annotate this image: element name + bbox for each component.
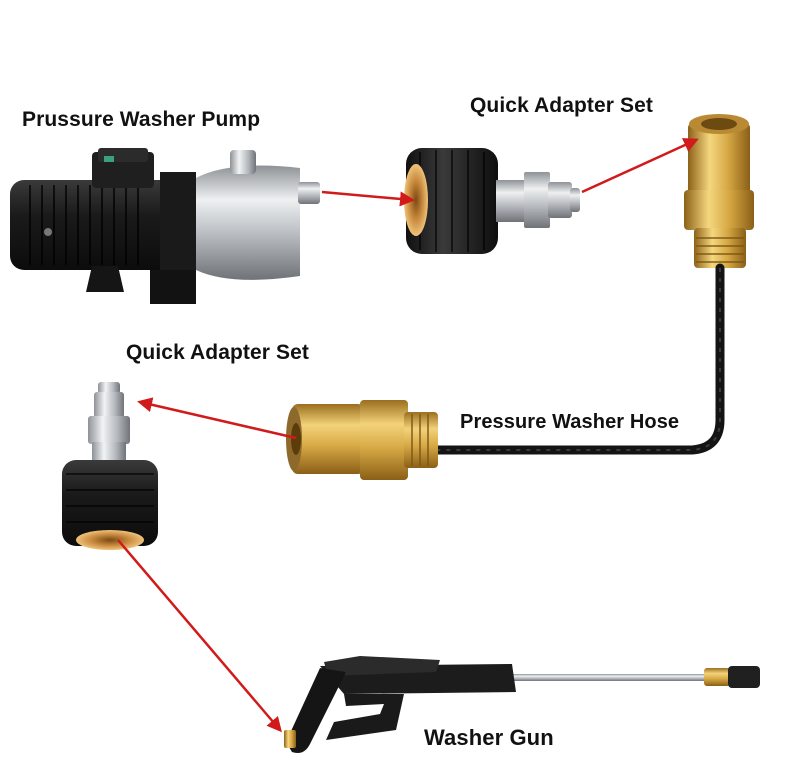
arrow-left-adapter-to-gun	[118, 540, 280, 730]
brass-coupler-middle	[286, 400, 438, 480]
washer-gun-label: Washer Gun	[424, 725, 554, 751]
arrow-pump-to-adapter	[322, 192, 412, 200]
hose-label: Pressure Washer Hose	[460, 411, 679, 434]
brass-coupler-top	[684, 114, 754, 268]
pressure-washer-pump	[10, 148, 320, 304]
quick-adapter-top	[404, 148, 580, 254]
pump-label: Prussure Washer Pump	[22, 108, 260, 132]
arrow-coupler-to-left-adapter	[140, 402, 296, 438]
quick-adapter-top-label: Quick Adapter Set	[470, 94, 653, 118]
quick-adapter-left-label: Quick Adapter Set	[126, 341, 309, 365]
arrow-adapter-to-coupler	[582, 140, 696, 192]
quick-adapter-left	[62, 382, 158, 550]
